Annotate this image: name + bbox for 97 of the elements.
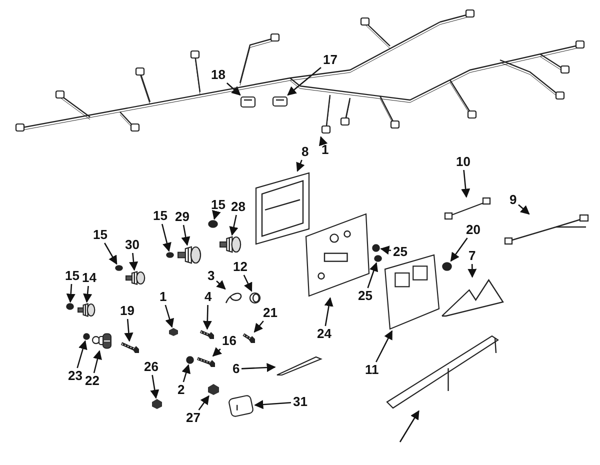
leader-arrow xyxy=(83,286,92,303)
callout-number: 9 xyxy=(508,193,518,207)
callout-number: 1 xyxy=(320,143,330,157)
callout-number: 17 xyxy=(322,53,338,67)
leader-arrow xyxy=(226,82,241,96)
bolt-drawing xyxy=(120,342,140,354)
screw-drawing xyxy=(208,220,218,228)
leader-arrow xyxy=(202,304,212,330)
callout-number: 28 xyxy=(230,200,246,214)
plug-cap-drawing xyxy=(249,292,261,304)
cable-drawing xyxy=(445,198,490,220)
leader-arrow xyxy=(380,246,392,255)
nut-drawing xyxy=(169,328,178,336)
leader-arrow xyxy=(182,364,190,382)
callout-number: 14 xyxy=(81,271,98,285)
bolt-drawing xyxy=(199,330,215,340)
bolt-drawing xyxy=(196,357,216,368)
rail-drawing xyxy=(385,334,500,410)
leader-arrow xyxy=(212,347,222,357)
strip-drawing xyxy=(276,356,322,376)
callout-number: 24 xyxy=(316,327,332,341)
callout-number: 15 xyxy=(64,269,80,283)
leader-arrow xyxy=(150,374,160,399)
leader-arrow xyxy=(104,242,118,265)
bracket-drawing xyxy=(440,278,505,318)
sensor-drawing xyxy=(177,246,201,264)
leader-arrow xyxy=(399,410,420,442)
screw-drawing xyxy=(442,262,452,271)
callout-number: 15 xyxy=(152,209,168,223)
callout-number: 7 xyxy=(468,249,477,263)
callout-number: 4 xyxy=(204,290,213,304)
leader-arrow xyxy=(66,284,76,303)
callout-number: 16 xyxy=(221,334,238,348)
leader-arrow xyxy=(376,330,393,362)
leader-arrow xyxy=(164,304,174,328)
callout-number: 10 xyxy=(455,155,472,169)
callout-number: 15 xyxy=(92,228,108,242)
callout-number: 30 xyxy=(124,238,140,252)
gasket-drawing xyxy=(255,172,310,245)
callout-number: 29 xyxy=(174,210,190,224)
callout-number: 25 xyxy=(392,245,408,259)
leader-arrow xyxy=(518,204,530,215)
callout-number: 6 xyxy=(232,362,241,376)
leader-arrow xyxy=(450,238,468,262)
leader-arrow xyxy=(212,210,221,220)
callout-number: 11 xyxy=(364,363,380,377)
clip-drawing xyxy=(225,290,243,304)
callout-number: 20 xyxy=(465,223,482,237)
cover-drawing xyxy=(228,395,254,417)
nut-drawing xyxy=(152,399,162,409)
leader-arrow xyxy=(229,214,238,236)
leader-arrow xyxy=(93,350,102,374)
callout-number: 2 xyxy=(176,383,186,397)
nut-drawing xyxy=(208,384,219,395)
callout-number: 27 xyxy=(185,411,202,425)
leader-arrow xyxy=(161,224,172,252)
leader-arrow xyxy=(243,274,252,292)
leader-arrow xyxy=(241,362,276,372)
leader-arrow xyxy=(324,297,334,326)
bolt-drawing xyxy=(242,333,256,344)
screw-drawing xyxy=(66,303,74,310)
leader-arrow xyxy=(254,400,292,410)
connector-drawing xyxy=(92,332,112,350)
callout-number: 8 xyxy=(300,145,310,159)
screw-drawing xyxy=(374,255,382,262)
leader-arrow xyxy=(181,224,190,246)
callout-number: 23 xyxy=(67,369,84,383)
callout-number: 21 xyxy=(262,306,278,320)
callout-number: 26 xyxy=(143,360,160,374)
leader-arrow xyxy=(468,264,477,278)
callout-number: 22 xyxy=(84,374,100,388)
leader-arrow xyxy=(461,170,470,198)
callout-number: 1 xyxy=(158,290,168,304)
leader-arrow xyxy=(124,318,134,342)
leader-arrow xyxy=(318,136,328,146)
washer-drawing xyxy=(83,333,90,340)
callout-number: 18 xyxy=(210,68,226,82)
callout-number: 31 xyxy=(292,395,308,409)
cable-drawing xyxy=(505,215,590,245)
leader-arrow xyxy=(129,252,138,271)
leader-arrow xyxy=(254,320,264,333)
leader-arrow xyxy=(216,280,226,290)
leader-arrow xyxy=(296,160,305,172)
callout-number: 15 xyxy=(210,198,226,212)
leader-arrow xyxy=(198,395,210,410)
screw-drawing xyxy=(372,244,380,252)
sensor-drawing xyxy=(77,303,95,317)
leader-arrow xyxy=(76,340,88,368)
sensor-drawing xyxy=(125,271,145,285)
screw-drawing xyxy=(166,252,174,258)
callout-number: 12 xyxy=(232,260,248,274)
callout-number: 19 xyxy=(119,304,136,318)
sensor-drawing xyxy=(219,236,241,253)
callout-number: 3 xyxy=(206,269,216,283)
callout-number: 25 xyxy=(357,289,374,303)
screw-drawing xyxy=(115,265,123,271)
washer-drawing xyxy=(186,356,194,364)
